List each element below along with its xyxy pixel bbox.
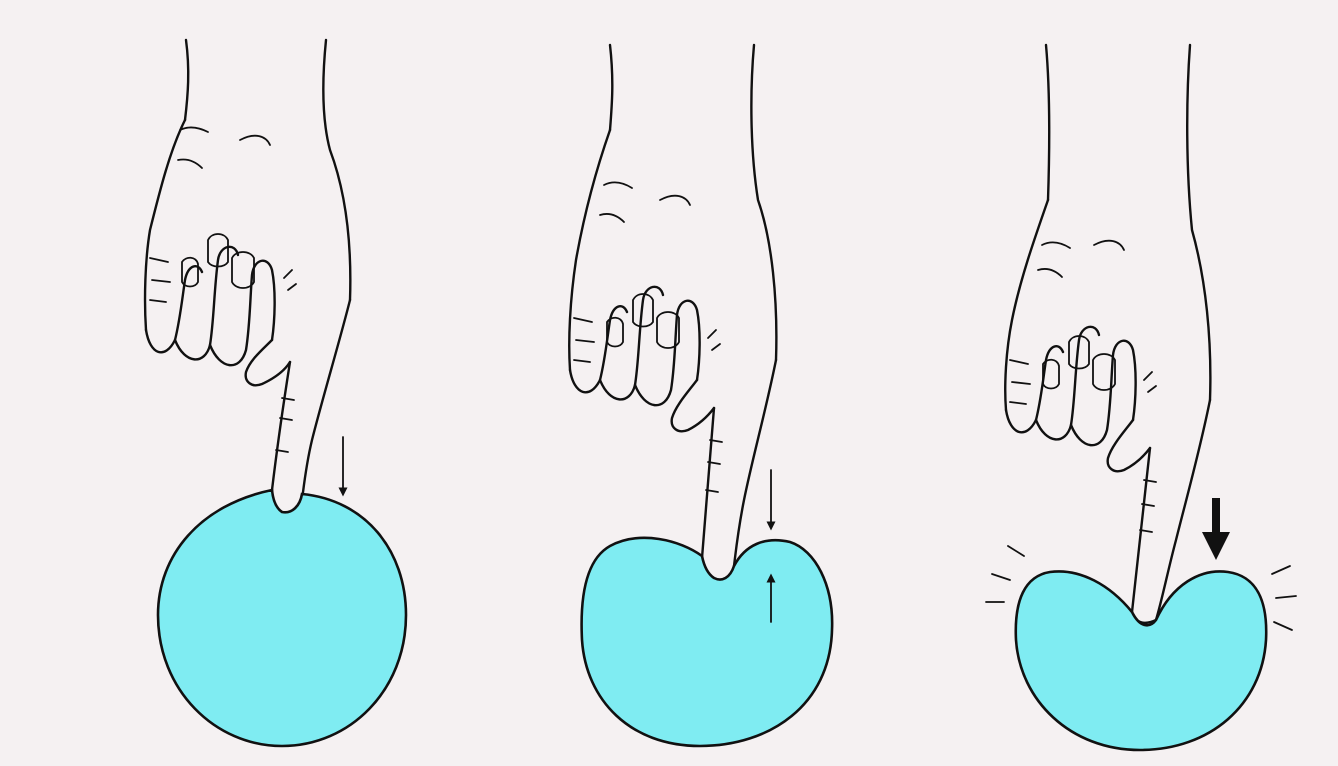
hand-illustration <box>1005 45 1210 623</box>
hand-illustration <box>569 45 776 580</box>
panel-2 <box>569 45 832 746</box>
ball <box>158 490 406 746</box>
panel-3 <box>986 45 1296 750</box>
hand-illustration <box>145 40 350 514</box>
panel-1 <box>145 40 406 746</box>
ball <box>582 538 833 746</box>
ball <box>1016 571 1266 750</box>
bold-down-arrow <box>1202 498 1230 560</box>
